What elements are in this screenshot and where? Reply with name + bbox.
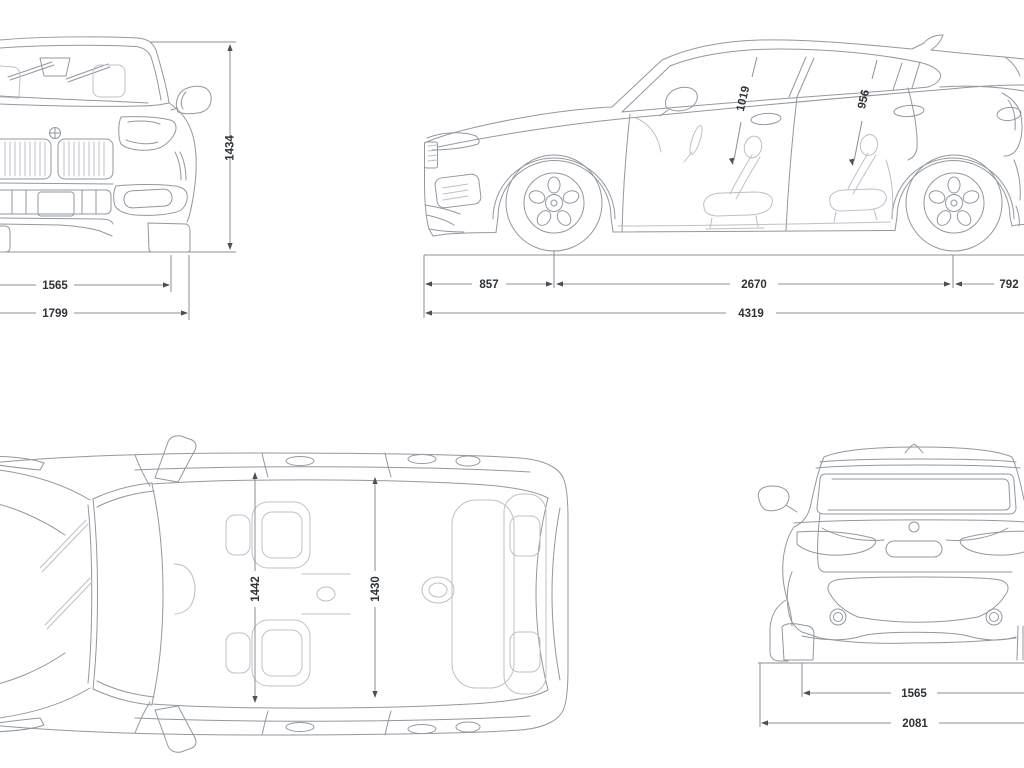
top-car-body <box>0 435 569 753</box>
dim-overhang-front-857: 857 <box>479 279 498 291</box>
rear-dims: 1565 2081 <box>758 662 1024 730</box>
top-view: 1442 1430 <box>0 435 569 753</box>
dim-width-front-interior-1442: 1442 <box>250 576 262 602</box>
front-bumper <box>0 151 188 237</box>
side-dims-bottom: 857 2670 792 4319 <box>423 250 1024 320</box>
front-car-outline <box>0 36 212 223</box>
front-dim-height: 1434 <box>150 41 237 253</box>
dim-headroom-front-1019: 1019 <box>735 85 752 113</box>
dim-width-rear-interior-1430: 1430 <box>370 576 382 602</box>
side-interior <box>635 117 894 230</box>
front-dim-track: 1565 <box>0 255 172 292</box>
dim-track-1565: 1565 <box>42 280 68 292</box>
rear-view: 1565 2081 <box>757 443 1024 730</box>
side-view: 1019 956 857 2670 792 4319 <box>423 34 1024 320</box>
side-wheels <box>505 154 1003 252</box>
front-dim-width: 1799 <box>0 255 190 320</box>
dim-width-1799: 1799 <box>42 308 68 320</box>
front-wheels <box>0 222 196 253</box>
dim-overhang-rear-792: 792 <box>999 279 1018 291</box>
dim-track-rear-1565: 1565 <box>901 688 927 700</box>
top-interior <box>173 493 547 695</box>
top-dim-front-width: 1442 <box>250 472 262 703</box>
side-car-body <box>424 34 1024 237</box>
dim-wheelbase-2670: 2670 <box>741 279 767 291</box>
bmw-roundel-front <box>49 127 61 139</box>
side-dim-headroom-rear: 956 <box>848 59 878 166</box>
rear-car-body <box>757 443 1024 662</box>
front-kidney-grille <box>0 138 114 180</box>
front-view: 1434 1565 1799 <box>0 36 237 320</box>
top-dim-rear-width: 1430 <box>370 477 382 698</box>
dim-height-1434: 1434 <box>225 135 237 161</box>
dim-length-4319: 4319 <box>738 308 764 320</box>
dim-headroom-rear-956: 956 <box>856 89 872 110</box>
dim-width-mirrors-2081: 2081 <box>902 718 928 730</box>
side-dim-headroom-front: 1019 <box>728 56 758 165</box>
